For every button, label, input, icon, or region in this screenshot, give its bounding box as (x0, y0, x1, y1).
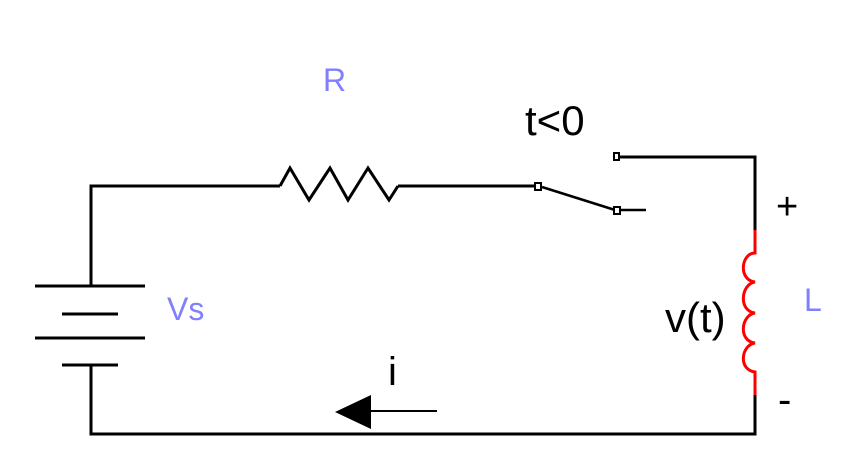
switch-terminal-top (613, 152, 620, 161)
switch-terminal-left (534, 182, 542, 191)
source-label: Vs (167, 291, 205, 327)
wire-left-top (89, 184, 280, 286)
minus-sign: - (778, 378, 792, 422)
current-arrow-head (335, 395, 371, 429)
plus-sign: + (776, 186, 799, 228)
inductor-label: L (804, 282, 822, 318)
wire-bottom (89, 365, 757, 436)
current-label: i (388, 350, 397, 394)
switch-condition-label: t<0 (525, 97, 585, 144)
resistor-symbol (278, 164, 400, 203)
switch-blade (541, 185, 616, 212)
resistor-label: R (323, 62, 347, 98)
wire-switch-inductor (619, 155, 757, 230)
switch-terminal-right (613, 206, 621, 215)
inductor-coil (741, 230, 757, 395)
voltage-label: v(t) (665, 294, 726, 341)
